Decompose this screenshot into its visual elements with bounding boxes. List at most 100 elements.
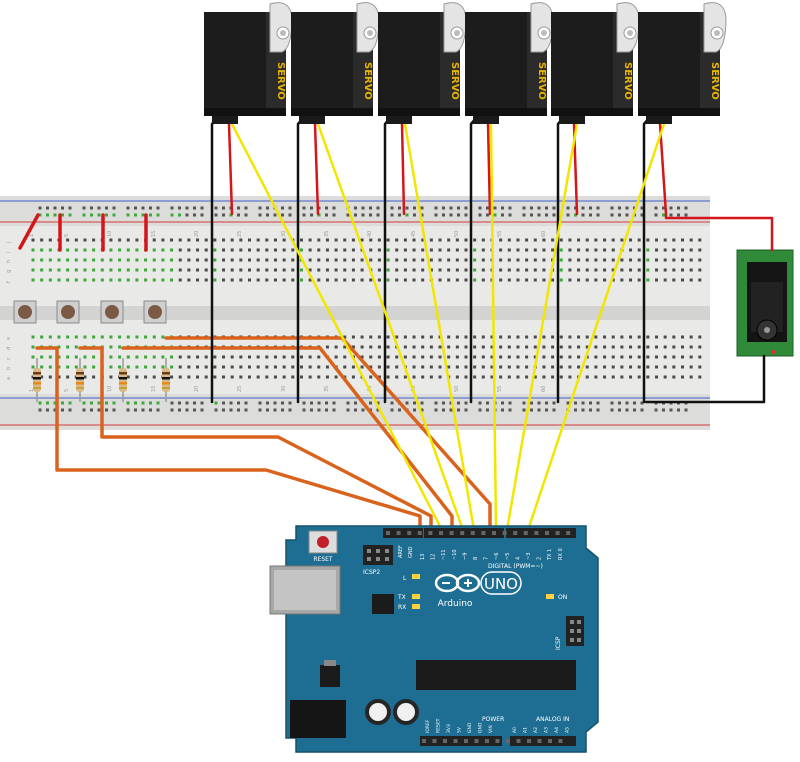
l-led-label: L [403,575,407,582]
servo-label: SERVO [362,62,373,100]
button-wire [35,346,422,532]
row-letter-bottom: a [6,377,12,380]
power-pin-label: IOREF [425,719,431,733]
column-number-bottom: 35 [324,386,330,392]
icsp2-label: ICSP2 [363,569,380,576]
row-letter-top: g [6,270,12,273]
column-number-bottom: 5 [64,389,70,392]
servo-label: SERVO [275,62,286,100]
power-pin-label: GND [478,722,484,733]
power-pin-label: GND [467,722,473,733]
power-header-label: POWER [482,716,504,723]
rx-led-label: RX [398,604,406,611]
digital-pin-label: 13 [420,554,426,560]
push-button [56,300,80,324]
column-number-top: 40 [367,231,373,237]
column-number-top: 30 [281,231,287,237]
gnd-label: GND [408,546,414,558]
digital-pin-label: TX 1 [547,549,553,561]
power-analog-headers [422,739,563,743]
resistor [119,358,127,402]
servo-label: SERVO [449,62,460,100]
analog-header-label: ANALOG IN [536,716,569,723]
column-number-top: 50 [454,231,460,237]
column-number-top: 15 [151,231,157,237]
breadboard-components [13,213,170,402]
row-letter-bottom: b [6,367,12,370]
column-number-bottom: 25 [237,386,243,392]
servos: SERVO SERVO SERVO SERVO SERVO SERVO [204,2,727,124]
breadboard-labels: 1155101015152020252530303535404045455050… [6,231,547,392]
jack-power-wire [664,213,774,252]
row-letter-top: f [6,281,12,283]
servo-motor: SERVO [204,2,293,124]
breadboard-holes [31,206,702,412]
digital-pin-label: ~9 [462,553,468,560]
column-number-top: 60 [541,231,547,237]
jack-ground-wire [644,354,766,404]
servo-motor: SERVO [291,2,380,124]
digital-pin-label: ~5 [505,553,511,560]
push-button [100,300,124,324]
dc-power-jack-module [736,249,794,357]
digital-pin-label: 12 [431,554,437,560]
digital-pin-label: ~11 [441,549,447,560]
arduino-infinity-logo [434,573,481,593]
analog-pin-label: A0 [512,727,518,733]
column-number-bottom: 45 [411,386,417,392]
push-button [13,300,37,324]
analog-pin-label: A4 [554,727,560,733]
resistor [33,358,41,402]
power-pin-label: 5V [457,726,463,733]
analog-pin-label: A5 [565,727,571,733]
breadboard: 1155101015152020252530303535404045455050… [0,196,710,430]
digital-pin-label: ~3 [526,553,532,560]
resistor [162,358,170,402]
row-letter-top: h [6,260,12,263]
digital-pin-label: ~10 [452,549,458,560]
power-pin-label: 3V3 [446,724,452,733]
analog-pin-label: A1 [523,727,529,733]
column-number-bottom: 20 [194,386,200,392]
row-letter-top: j [6,242,12,244]
icsp-label: ICSP [555,636,562,650]
column-number-top: 55 [497,231,503,237]
row-letter-top: i [6,252,12,253]
board-model: UNO [484,575,518,593]
servo-label: SERVO [536,62,547,100]
icsp2-header [367,549,389,561]
servo-motor: SERVO [378,2,467,124]
column-number-top: 1 [29,234,35,237]
column-number-top: 45 [411,231,417,237]
servo-motor: SERVO [465,2,554,124]
button-wire [121,346,454,532]
digital-pin-label: 8 [473,557,479,560]
column-number-top: 10 [107,231,113,237]
button-wire [78,346,433,532]
servo-label: SERVO [622,62,633,100]
resistor [76,358,84,402]
column-number-top: 5 [64,234,70,237]
tx-led-label: TX [397,594,406,601]
digital-pin-label: RX 0 [558,548,564,560]
column-number-bottom: 10 [107,386,113,392]
column-number-bottom: 50 [454,386,460,392]
column-number-top: 25 [237,231,243,237]
power-pin-label: RESET [436,718,442,733]
digital-label: DIGITAL (PWM=~) [488,563,543,570]
servo-label: SERVO [709,62,720,100]
digital-pin-label: ~6 [494,553,500,560]
digital-pin-label: 7 [484,557,490,560]
icsp-header [570,620,581,642]
power-pin-label: VIN [488,725,494,733]
row-letter-bottom: d [6,347,12,350]
column-number-bottom: 15 [151,386,157,392]
servo-motor: SERVO [551,2,640,124]
row-letter-bottom: e [6,337,12,340]
column-number-bottom: 55 [497,386,503,392]
column-number-bottom: 1 [29,389,35,392]
